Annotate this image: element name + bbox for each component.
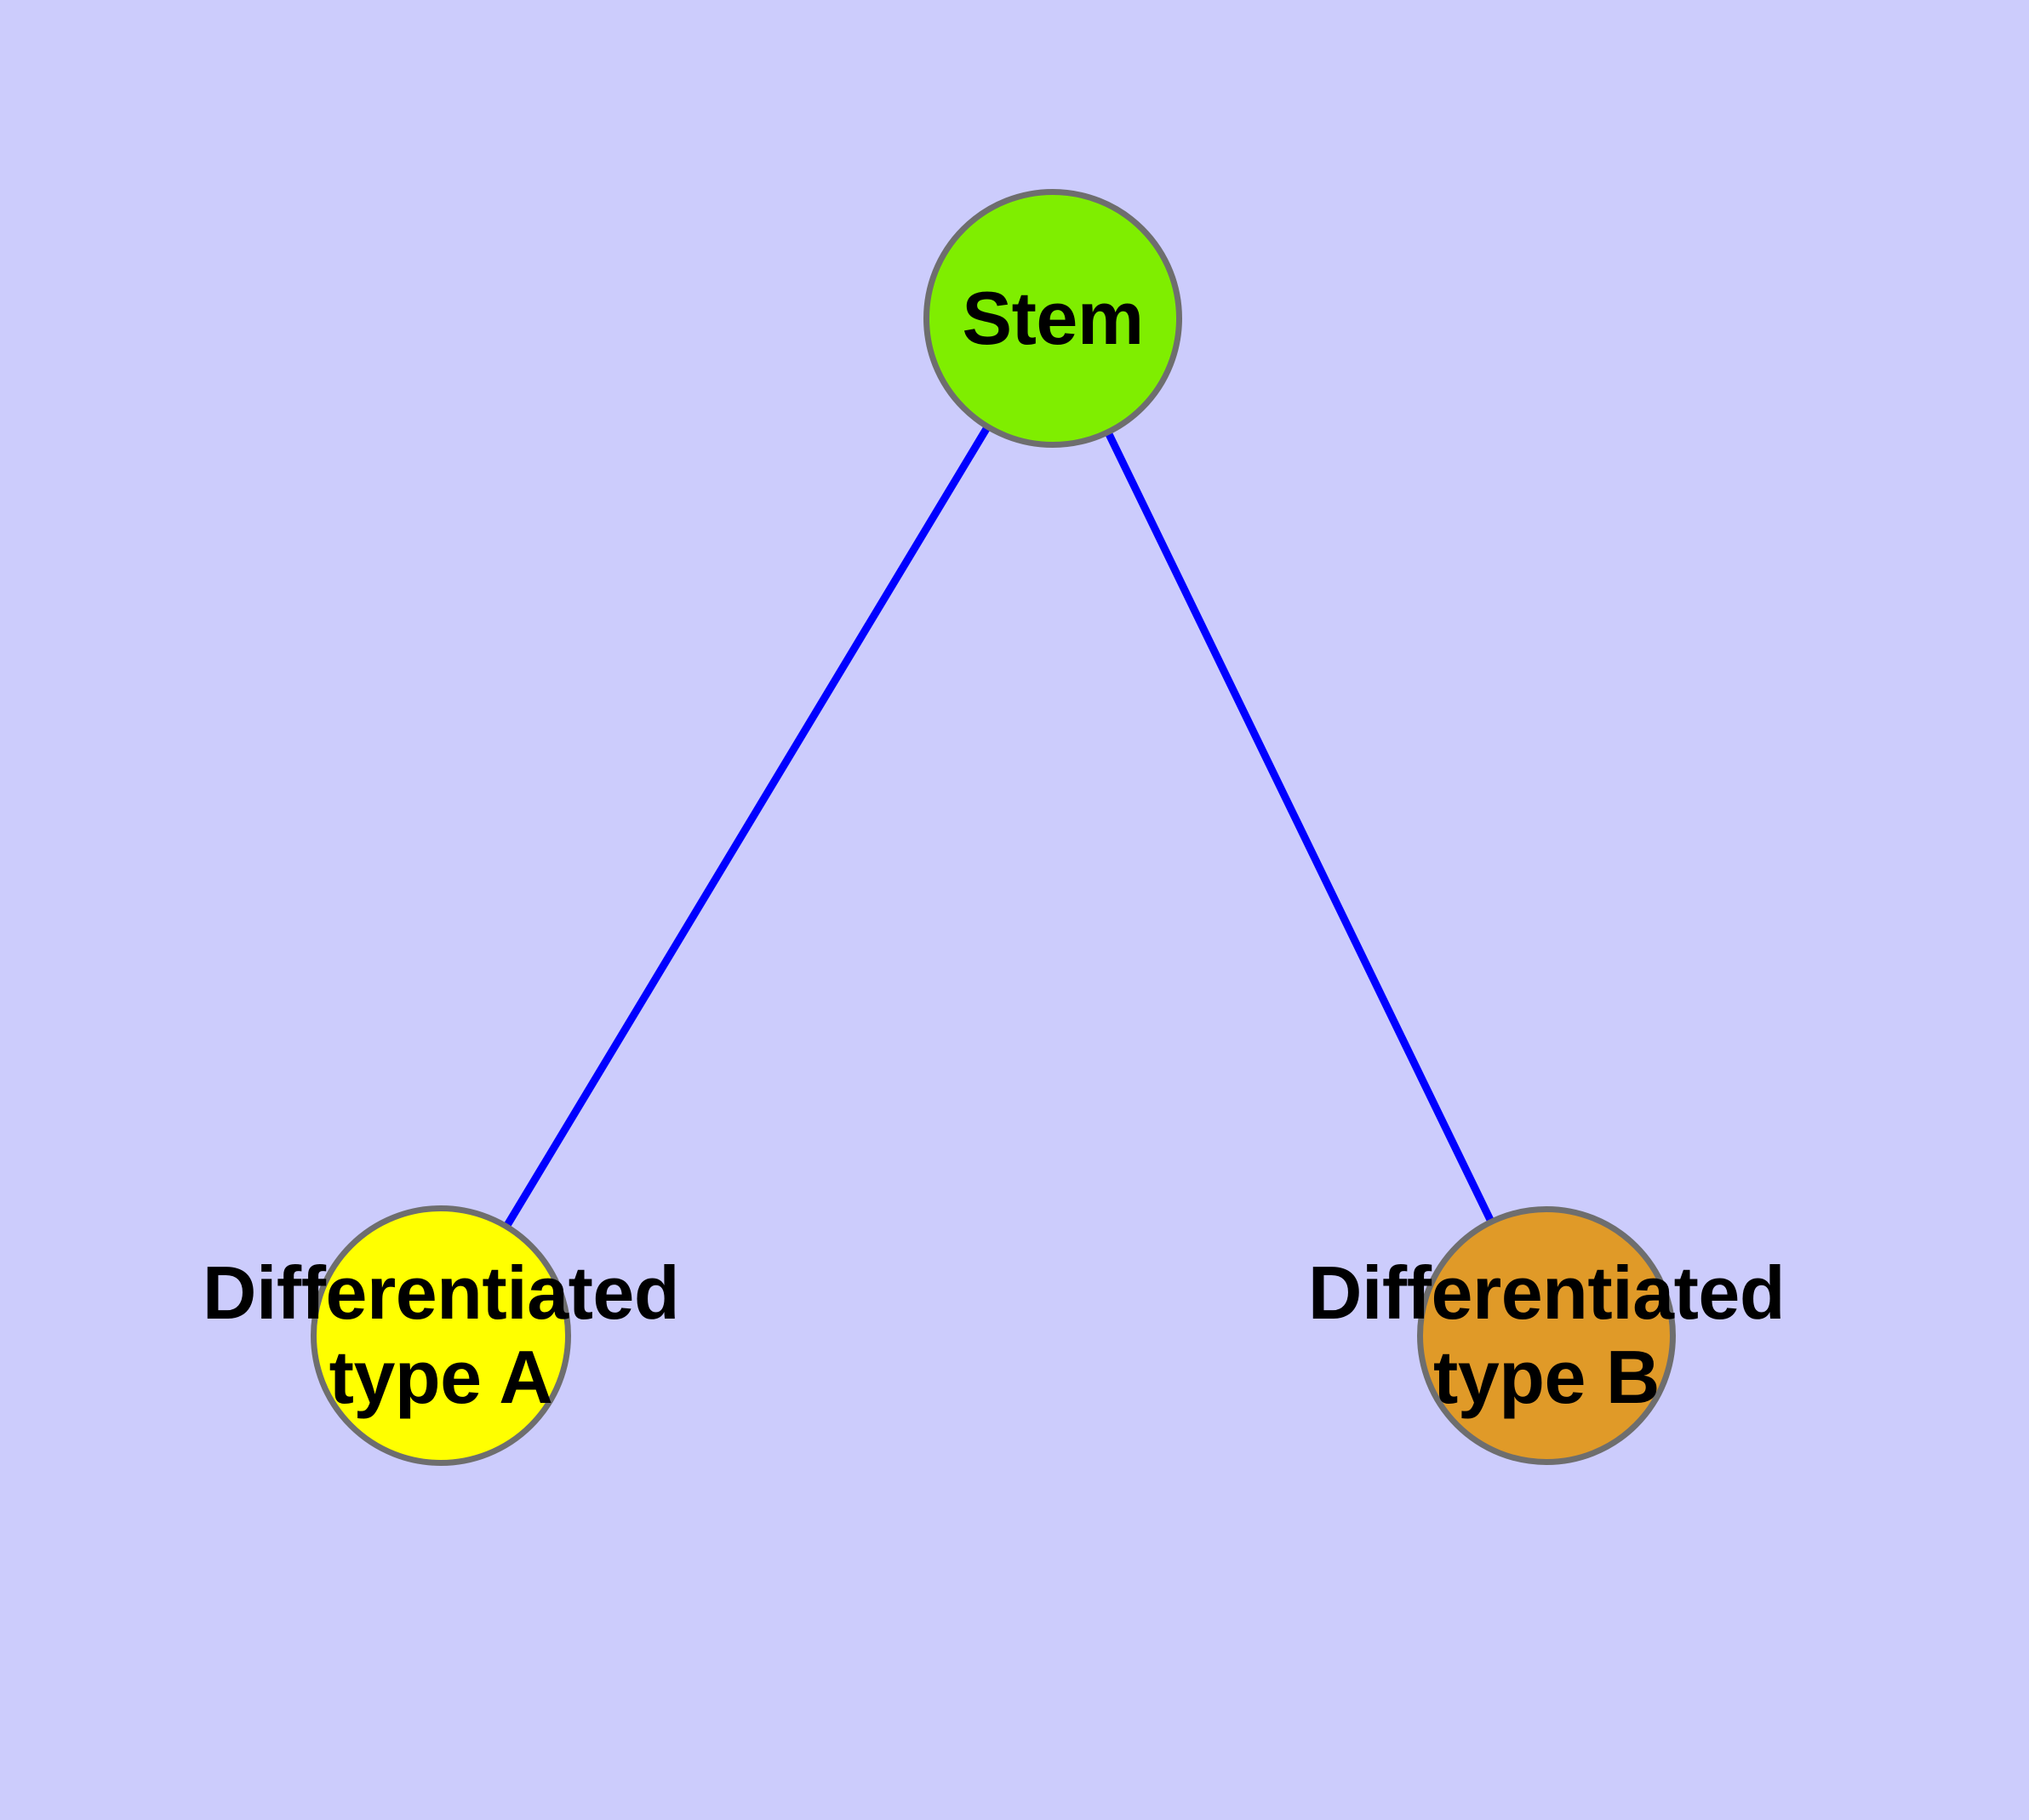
node-differentiated-type-a[interactable]: [311, 1205, 571, 1466]
node-stem[interactable]: [923, 189, 1182, 448]
node-differentiated-type-b[interactable]: [1417, 1206, 1676, 1465]
edge-stem-to-diff-b[interactable]: [1105, 431, 1495, 1223]
edge-stem-to-diff-a[interactable]: [503, 426, 991, 1228]
